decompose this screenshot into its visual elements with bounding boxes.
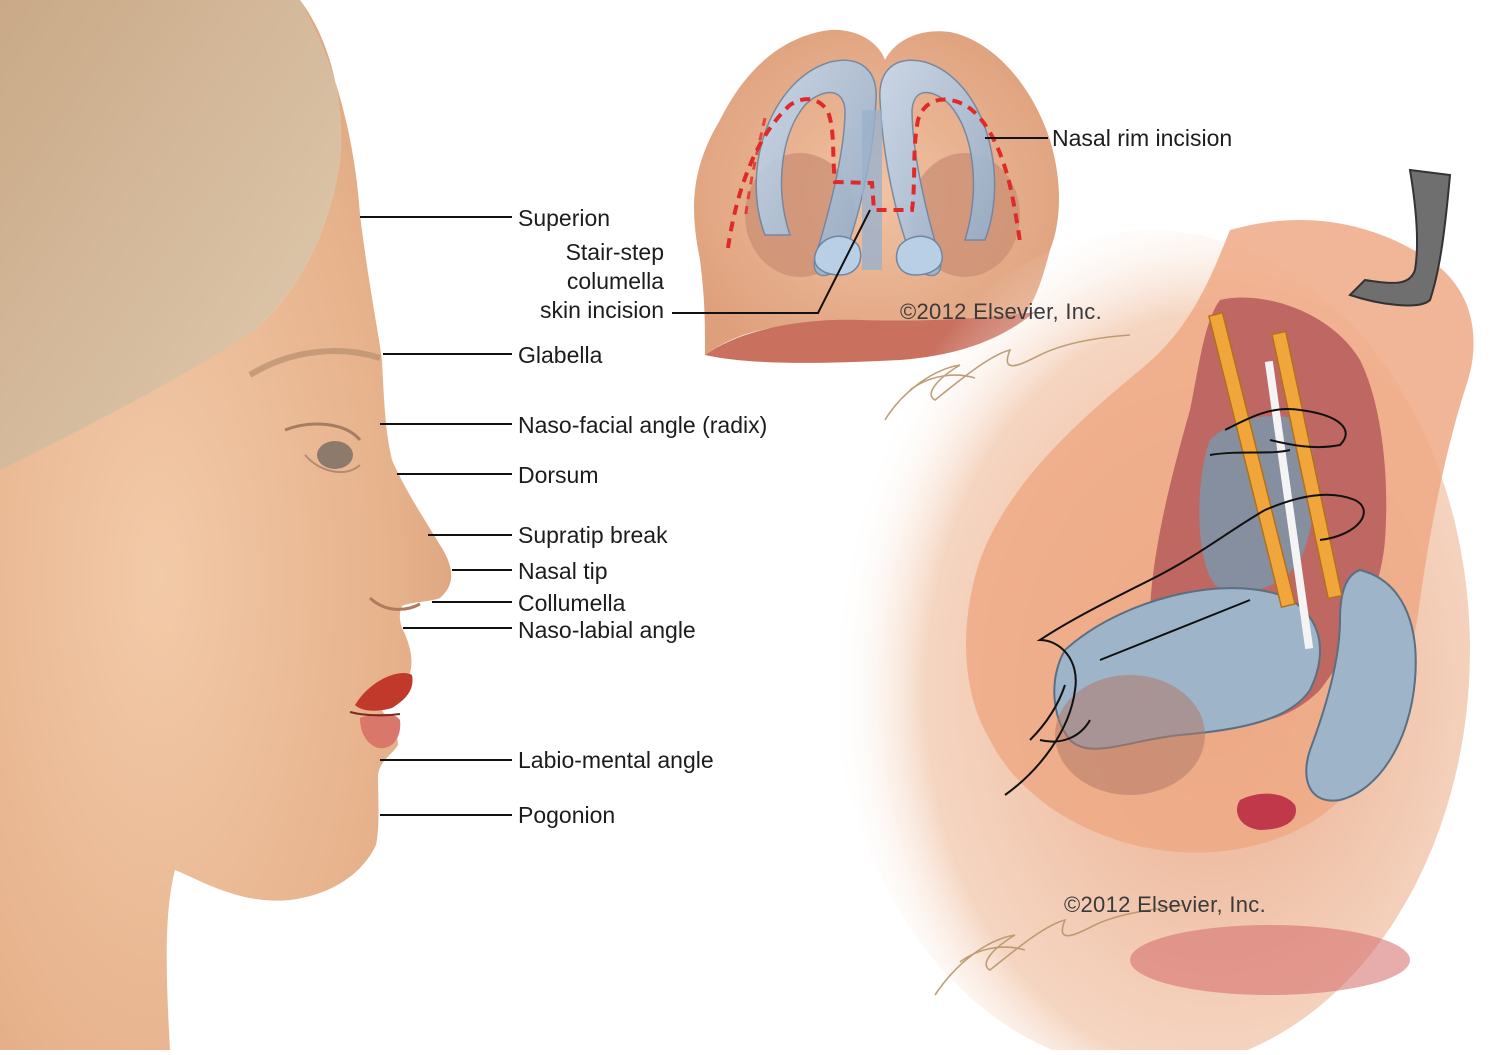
face-profile (0, 0, 452, 1050)
copyright-top: ©2012 Elsevier, Inc. (900, 299, 1102, 324)
label-pogonion: Pogonion (518, 802, 616, 828)
left-rim-incision (726, 97, 1022, 249)
lower-lip (360, 713, 401, 749)
label-nasofacial: Naso-facial angle (radix) (518, 412, 768, 438)
septal-strip (1264, 360, 1314, 650)
label-labiomental: Labio-mental angle (518, 747, 714, 773)
label-collumella: Collumella (518, 590, 626, 616)
label-stair-step-1: Stair-step (565, 239, 664, 265)
label-stair-step-3: skin incision (540, 297, 664, 323)
label-nasal-tip: Nasal tip (518, 558, 608, 584)
artist-signature-top (884, 334, 1131, 421)
spreader-graft-right (1271, 330, 1343, 600)
retractor (1348, 168, 1452, 307)
eyelid (284, 422, 362, 442)
label-nasolabial: Naso-labial angle (518, 617, 696, 643)
hair (0, 0, 341, 500)
right-alar-cartilage (1305, 568, 1417, 802)
label-dorsum: Dorsum (518, 462, 599, 488)
suture (1004, 493, 1365, 796)
copyright-bottom: ©2012 Elsevier, Inc. (1064, 892, 1266, 917)
label-glabella: Glabella (518, 342, 603, 368)
leader-stair-step (672, 209, 871, 314)
nostril (368, 596, 421, 611)
oblique-nostril (1055, 675, 1205, 795)
label-supratip: Supratip break (518, 522, 668, 548)
lip-hint (1130, 925, 1410, 995)
septum (862, 110, 882, 270)
label-stair-step-2: columella (566, 268, 664, 294)
spreader-graft-left (1208, 311, 1296, 609)
medial-crura (813, 235, 943, 276)
eye (317, 441, 353, 469)
oblique-nose-view (830, 168, 1474, 1055)
upper-lip (355, 673, 413, 711)
label-superion: Superion (518, 205, 611, 231)
columella-tip (1236, 793, 1296, 830)
label-nasal-rim: Nasal rim incision (1052, 125, 1233, 151)
eyebrow (248, 348, 381, 378)
face-skin (0, 0, 452, 1050)
leader-lines (360, 137, 1048, 816)
artist-signature-bottom (934, 904, 1186, 996)
